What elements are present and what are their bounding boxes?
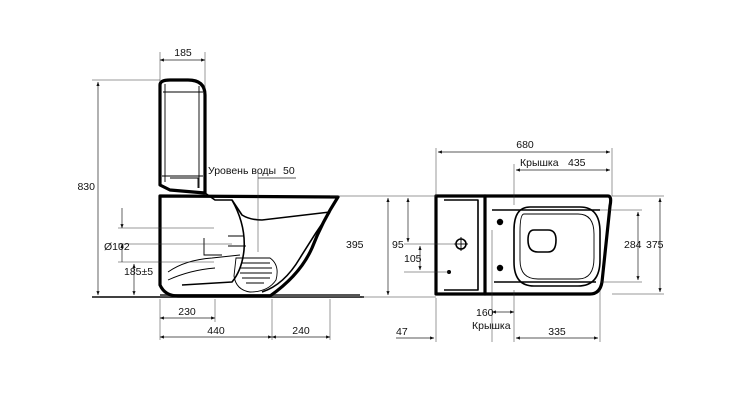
label-outlet-height: 185±5 (124, 266, 153, 278)
label-lid-bottom-value: 160 (476, 307, 494, 319)
label-lid-top-value: 435 (568, 157, 586, 169)
label-depth-total: 440 (207, 325, 225, 337)
top-body-outline (434, 194, 613, 296)
label-bolt-spacing: 95 (392, 239, 404, 251)
top-view: 680 Крышка 435 95 105 284 375 160 Крышка… (392, 139, 664, 342)
label-bolt-height: 105 (404, 253, 422, 265)
label-lid-top: Крышка (520, 157, 559, 169)
bolt-hole-top (496, 218, 504, 226)
label-depth-outlet: 230 (178, 306, 196, 318)
label-width-top: 185 (174, 47, 192, 59)
label-outlet-diameter: Ø102 (104, 241, 130, 253)
label-height-seat: 395 (346, 239, 364, 251)
label-water-level-value: 50 (283, 165, 295, 177)
side-view: 185 830 Уровень воды 50 Ø102 185±5 395 2… (77, 47, 392, 340)
label-height-total: 830 (77, 181, 95, 193)
label-water-level: Уровень воды (208, 165, 276, 177)
bolt-hole-bottom (496, 264, 504, 272)
bowl-outline (158, 192, 340, 298)
label-width-total: 375 (646, 239, 664, 251)
label-offset-back: 47 (396, 326, 408, 338)
cistern-outline (158, 78, 207, 195)
label-depth-front: 240 (292, 325, 310, 337)
label-width-inner: 284 (624, 239, 642, 251)
label-lid-bottom: Крышка (472, 320, 511, 332)
label-bowl-length: 335 (548, 326, 566, 338)
label-length-total: 680 (516, 139, 534, 151)
